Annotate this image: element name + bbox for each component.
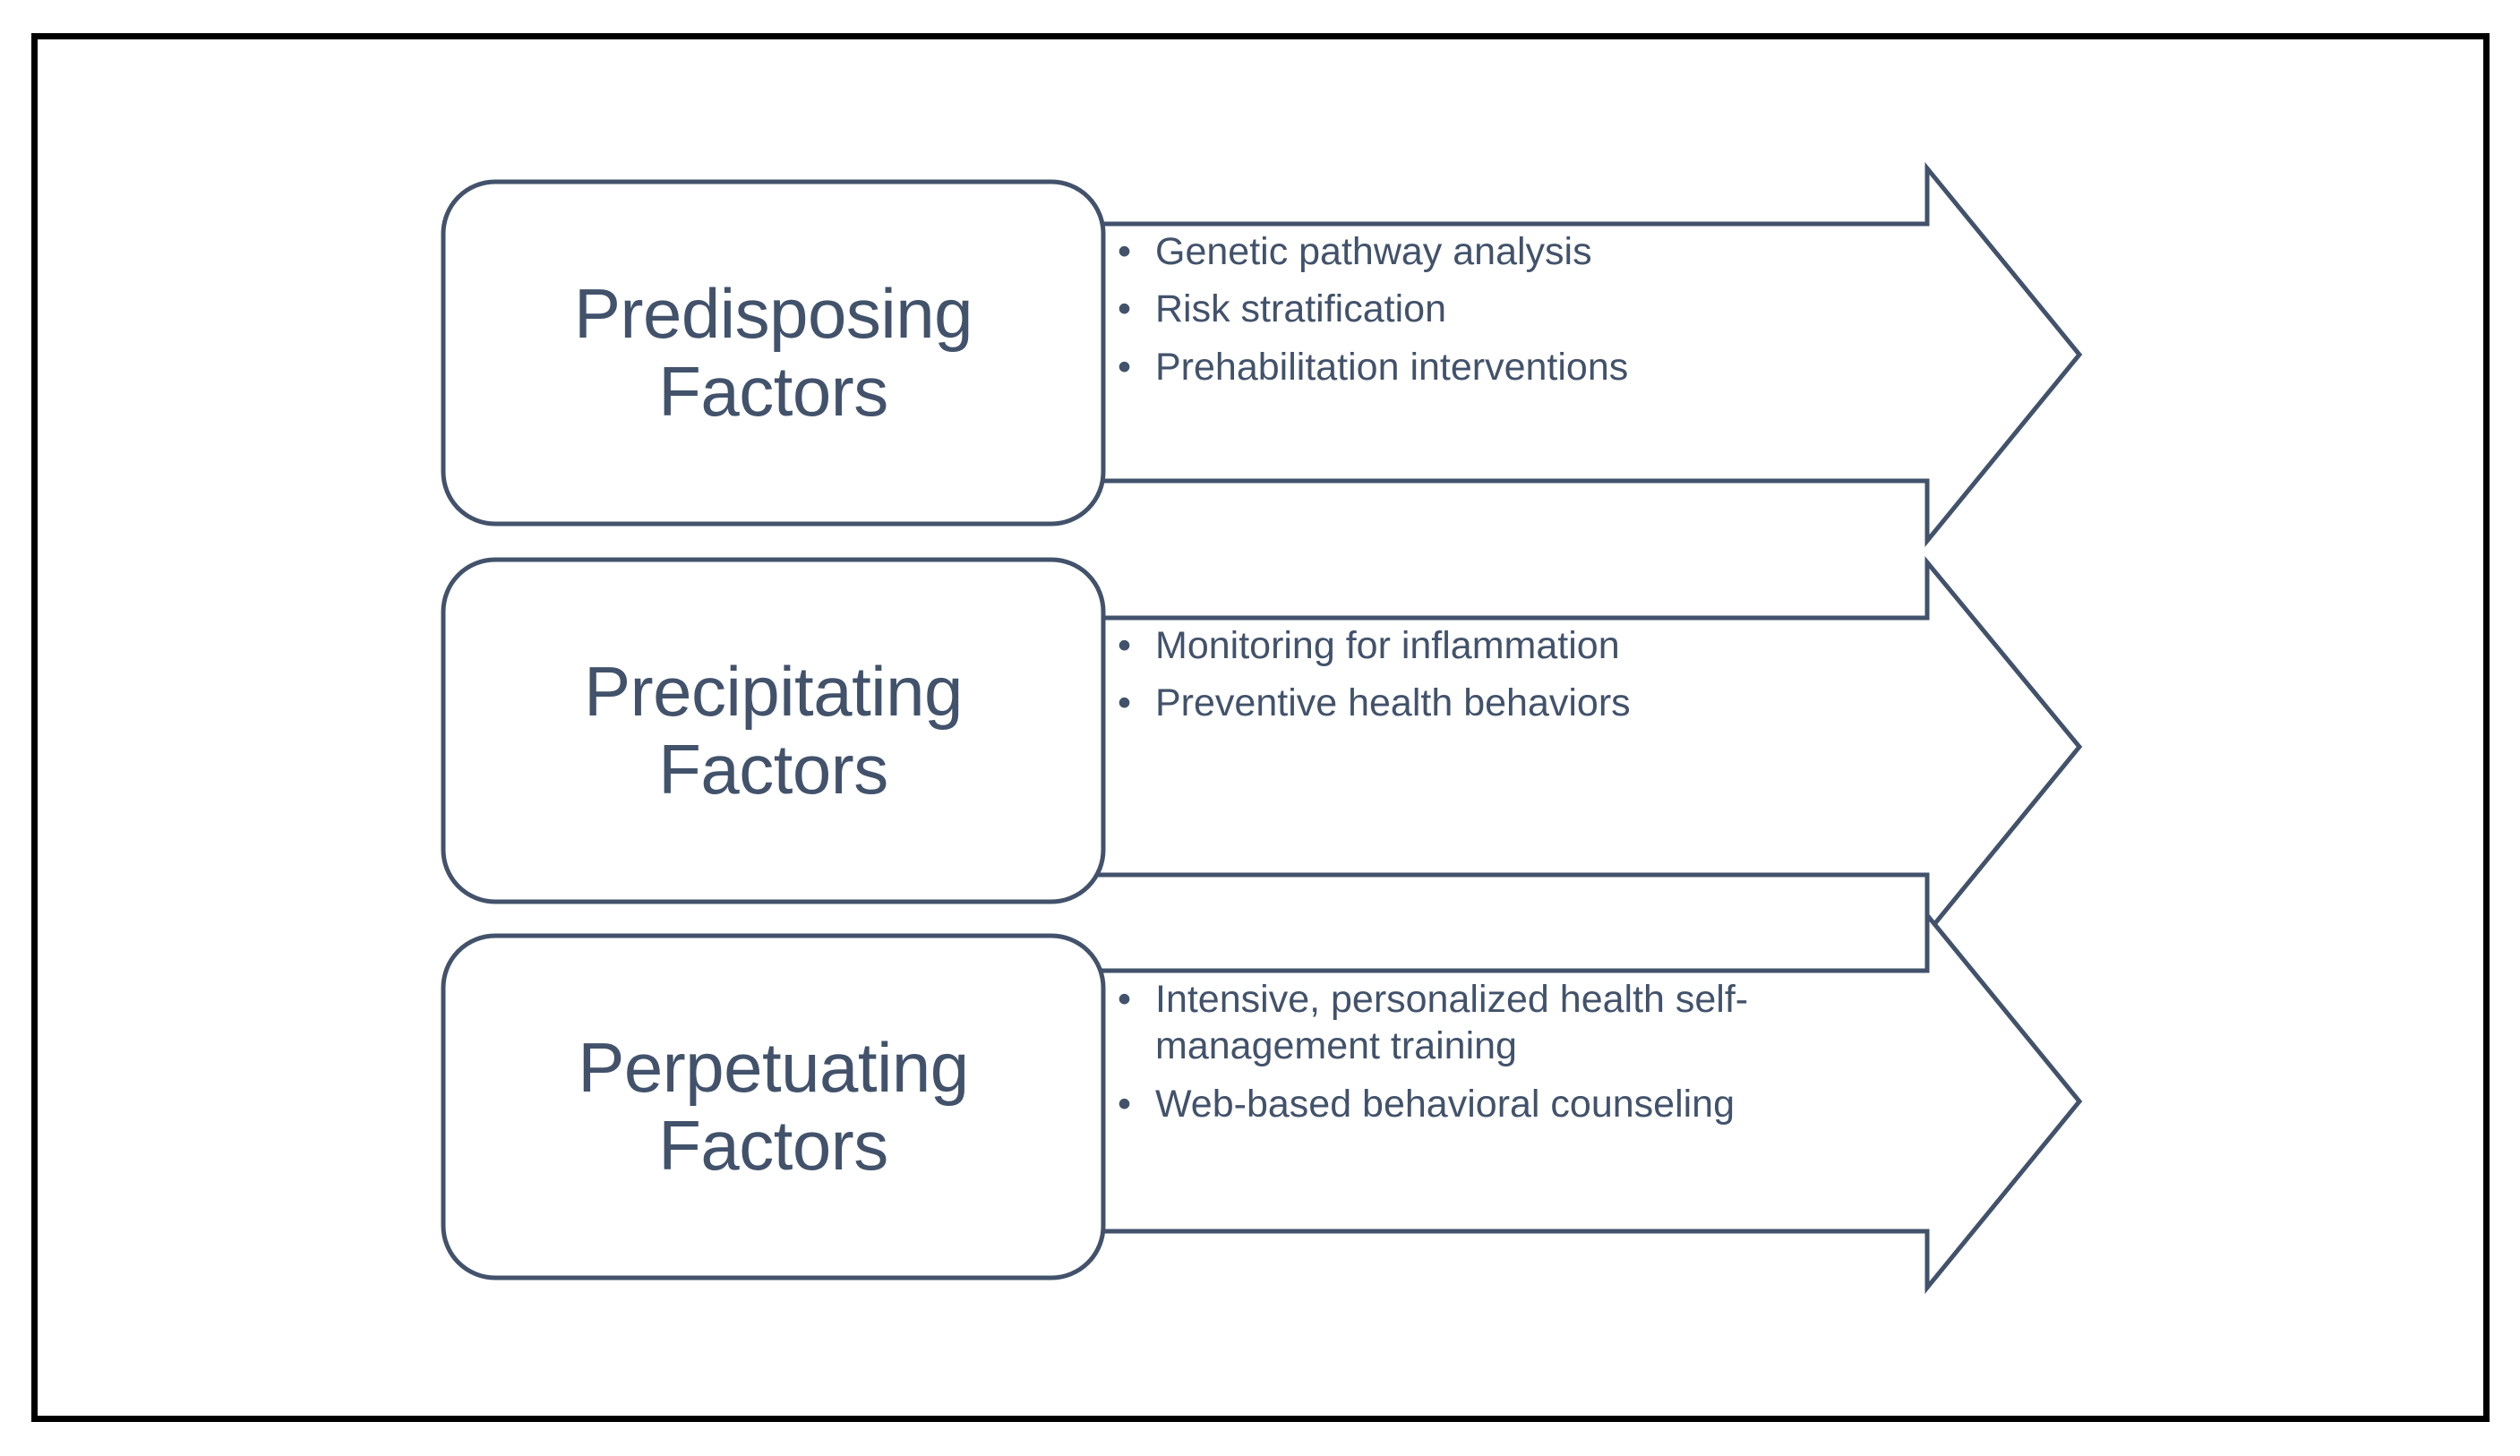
stage-label-predisposing: Predisposing Factors — [574, 273, 973, 431]
list-item: Preventive health behaviors — [1114, 680, 1898, 727]
list-item: Web-based behavioral counseling — [1114, 1081, 1920, 1128]
bullet-list-perpetuating: Intensive, personalized health self-mana… — [1114, 976, 1920, 1138]
bullet-list-precipitating: Monitoring for inflammation Preventive h… — [1114, 622, 1898, 738]
list-item: Monitoring for inflammation — [1114, 622, 1898, 670]
stage-label-precipitating: Precipitating Factors — [584, 651, 963, 809]
list-item: Intensive, personalized health self-mana… — [1114, 976, 1920, 1070]
stage-box-precipitating — [441, 557, 1106, 904]
stage-box-perpetuating — [441, 933, 1106, 1280]
stage-box-predisposing — [441, 179, 1106, 527]
list-item: Genetic pathway analysis — [1114, 228, 1898, 276]
arrow-shape-precipitating — [1097, 562, 2079, 933]
slide-border-frame — [31, 33, 2490, 1422]
list-item: Risk stratification — [1114, 286, 1898, 333]
bullet-list-predisposing: Genetic pathway analysis Risk stratifica… — [1114, 228, 1898, 401]
stage-label-perpetuating: Perpetuating Factors — [578, 1027, 969, 1185]
list-item: Prehabilitation interventions — [1114, 344, 1898, 391]
